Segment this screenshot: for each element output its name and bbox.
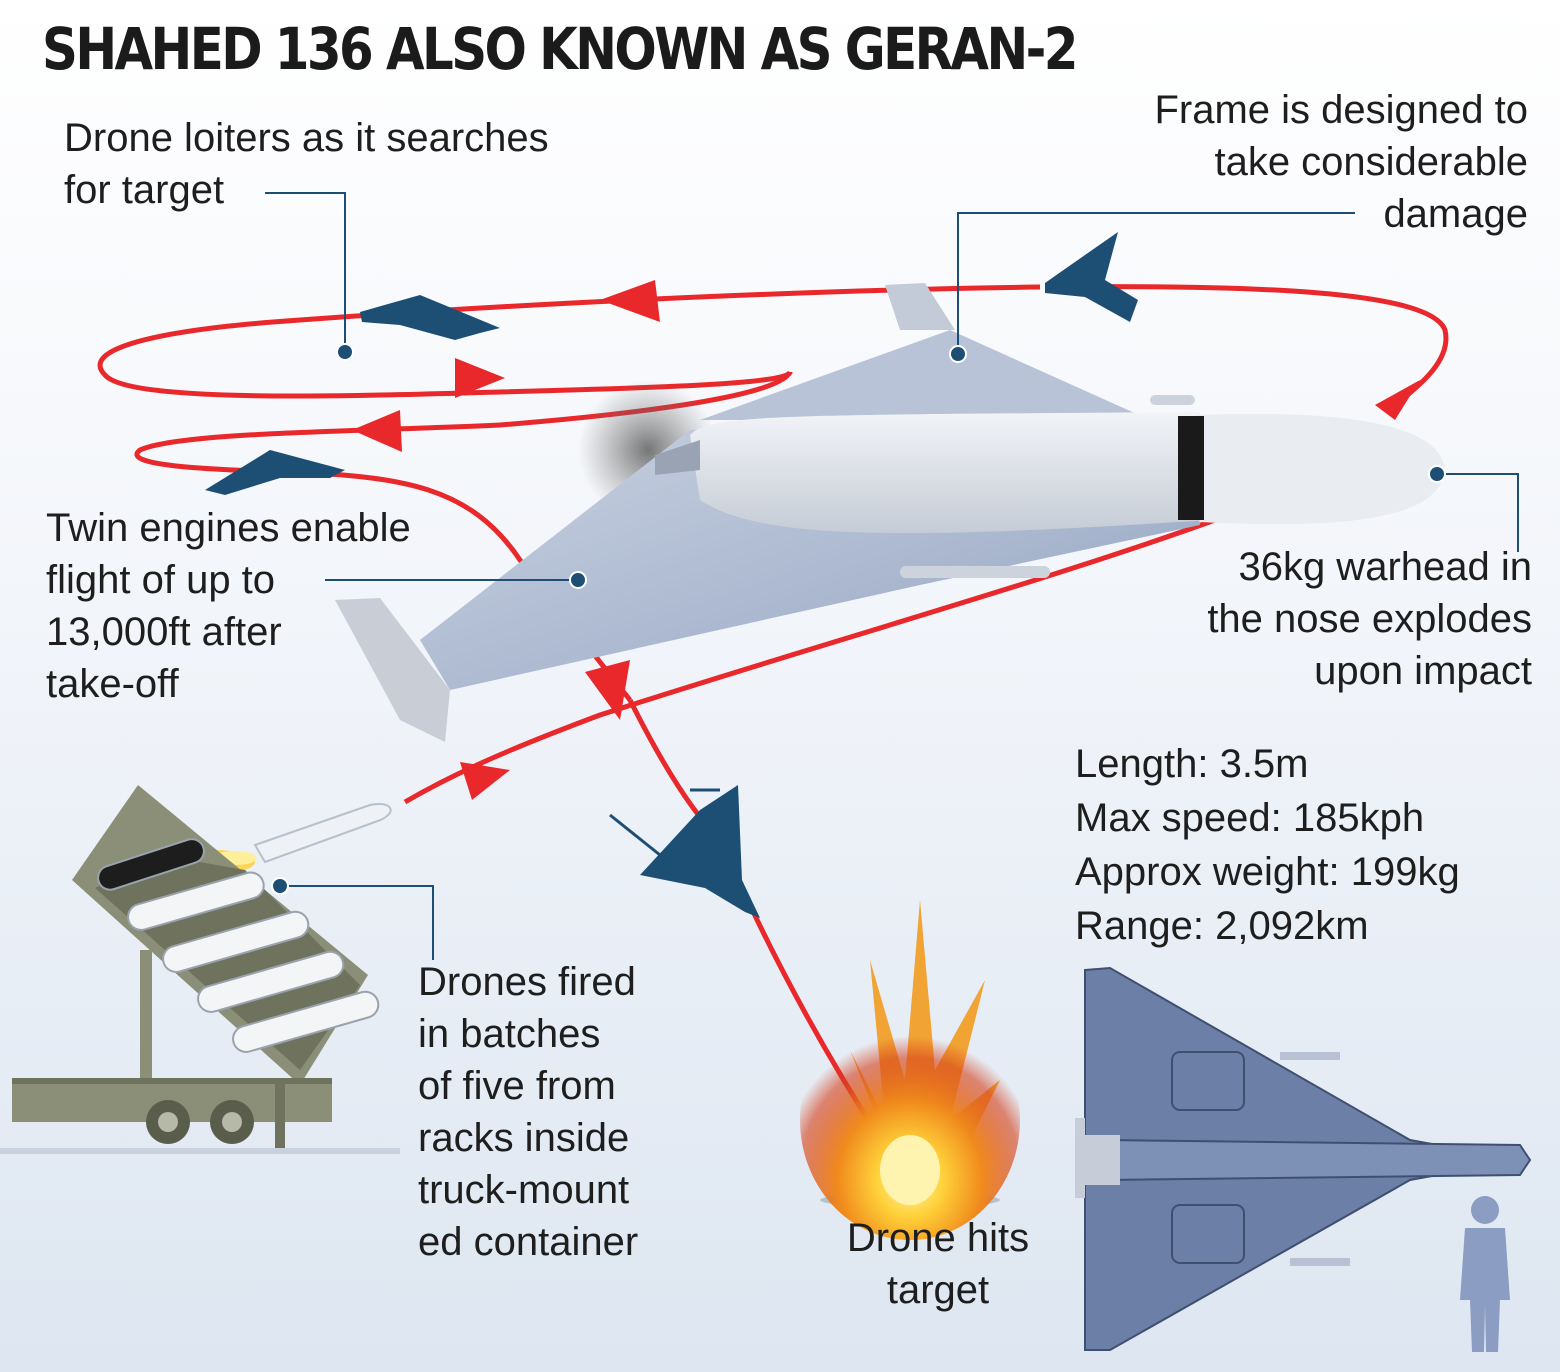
callout-engines: Twin engines enable flight of up to 13,0… — [46, 506, 411, 706]
launcher-truck-icon — [0, 785, 400, 1154]
flight-path — [97, 284, 1449, 1187]
callout-launch: Drones fired in batches of five from rac… — [418, 960, 639, 1264]
spec-max-speed: Max speed: 185kph — [1075, 796, 1425, 840]
specs-list: Length: 3.5m Max speed: 185kph Approx we… — [1075, 737, 1460, 953]
drone-main-image — [335, 283, 1445, 742]
arrowheads — [352, 280, 1420, 800]
person-silhouette-icon — [1460, 1196, 1510, 1352]
page-title: SHAHED 136 ALSO KNOWN AS GERAN-2 — [42, 15, 1078, 83]
callout-warhead: 36kg warhead in the nose explodes upon i… — [1207, 545, 1532, 693]
callout-hit: Drone hits target — [846, 1216, 1030, 1312]
leader-lines — [265, 192, 1519, 960]
callout-loiter: Drone loiters as it searches for target — [64, 116, 549, 212]
spec-length: Length: 3.5m — [1075, 742, 1309, 786]
leader-dots — [271, 343, 1446, 895]
spec-weight: Approx weight: 199kg — [1075, 850, 1460, 894]
drone-topview-image — [1075, 966, 1532, 1351]
callout-frame: Frame is designed to take considerable d… — [1154, 88, 1528, 236]
explosion-icon — [800, 900, 1020, 1240]
spec-range: Range: 2,092km — [1075, 904, 1369, 948]
drone-icon — [205, 232, 1138, 918]
